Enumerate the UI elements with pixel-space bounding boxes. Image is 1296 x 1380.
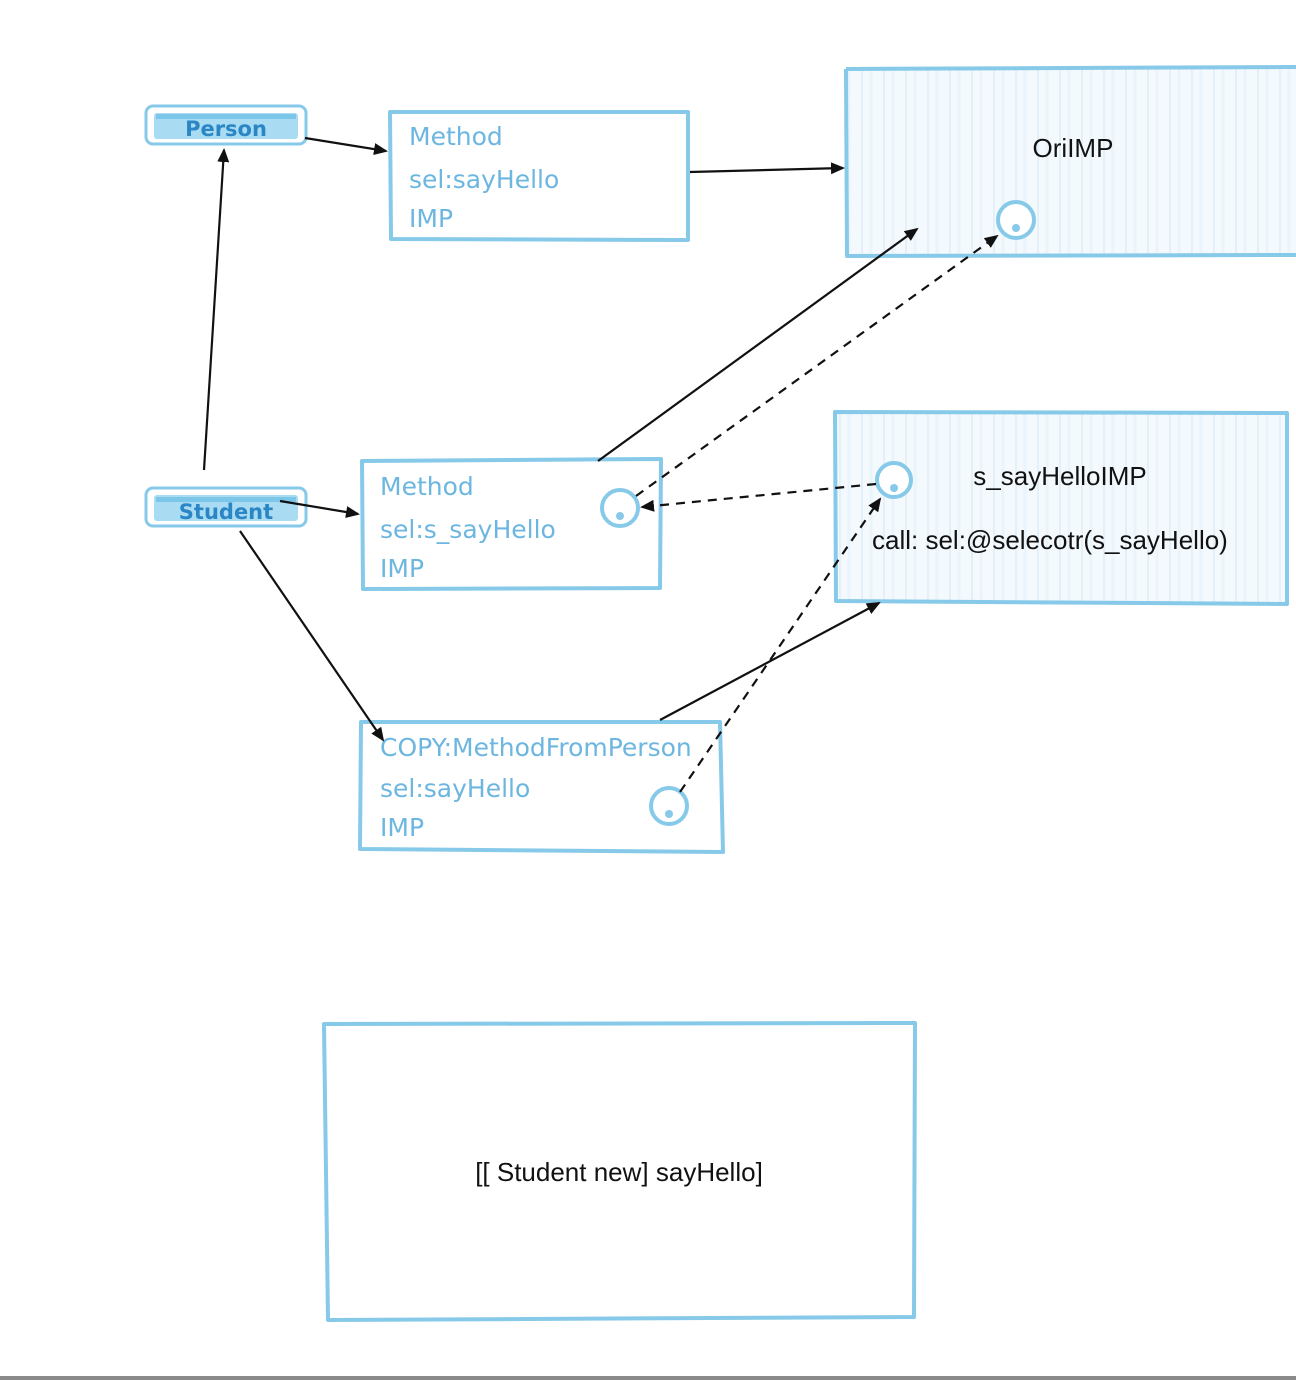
call-box-text: [[ Student new] sayHello] — [475, 1157, 763, 1187]
student-node: Student — [144, 486, 308, 528]
arrow-student-to-method — [279, 499, 360, 518]
arrow-person-to-method — [304, 136, 388, 156]
method-person-line-3: IMP — [409, 204, 453, 233]
ori-imp-title: OriIMP — [1033, 133, 1114, 163]
window-bottom-edge — [0, 1376, 1296, 1380]
arrow-student-to-person — [202, 148, 230, 471]
method-copy-line-3: IMP — [380, 813, 424, 842]
method-student-line-3: IMP — [380, 554, 424, 583]
method-student-box: Method sel:s_sayHello IMP — [360, 457, 663, 591]
method-copy-line-2: sel:sayHello — [380, 774, 530, 803]
port-s-sayhello-imp — [875, 461, 913, 499]
port-method-student — [600, 488, 640, 528]
arrow-method-to-ori-imp — [689, 162, 845, 175]
method-person-line-2: sel:sayHello — [409, 165, 559, 194]
s-sayhello-imp-box: s_sayHelloIMP call: sel:@selecotr(s_sayH… — [833, 410, 1289, 606]
dashed-port-student-to-ori-imp — [635, 234, 999, 497]
port-method-copy — [649, 786, 689, 826]
method-copy-line-1: COPY:MethodFromPerson — [380, 733, 692, 762]
student-label: Student — [179, 500, 273, 524]
method-person-box: Method sel:sayHello IMP — [388, 110, 690, 242]
ori-imp-box: OriIMP — [844, 65, 1296, 258]
method-person-line-1: Method — [409, 122, 503, 151]
person-label: Person — [185, 117, 267, 141]
port-ori-imp — [996, 200, 1036, 240]
dashed-port-imp-to-student — [640, 482, 877, 512]
arrow-copy-to-s-sayhello-imp — [659, 602, 881, 721]
arrow-student-to-copy — [239, 530, 385, 742]
method-student-line-2: sel:s_sayHello — [380, 515, 556, 544]
arrow-method-student-to-ori-imp — [597, 227, 919, 462]
call-box: [[ Student new] sayHello] — [322, 1021, 917, 1322]
person-node: Person — [144, 104, 308, 146]
method-student-line-1: Method — [380, 472, 474, 501]
dashed-port-copy-to-imp — [679, 497, 882, 793]
s-sayhello-imp-call: call: sel:@selecotr(s_sayHello) — [872, 525, 1228, 555]
method-copy-box: COPY:MethodFromPerson sel:sayHello IMP — [358, 720, 725, 854]
s-sayhello-imp-title: s_sayHelloIMP — [973, 461, 1146, 491]
